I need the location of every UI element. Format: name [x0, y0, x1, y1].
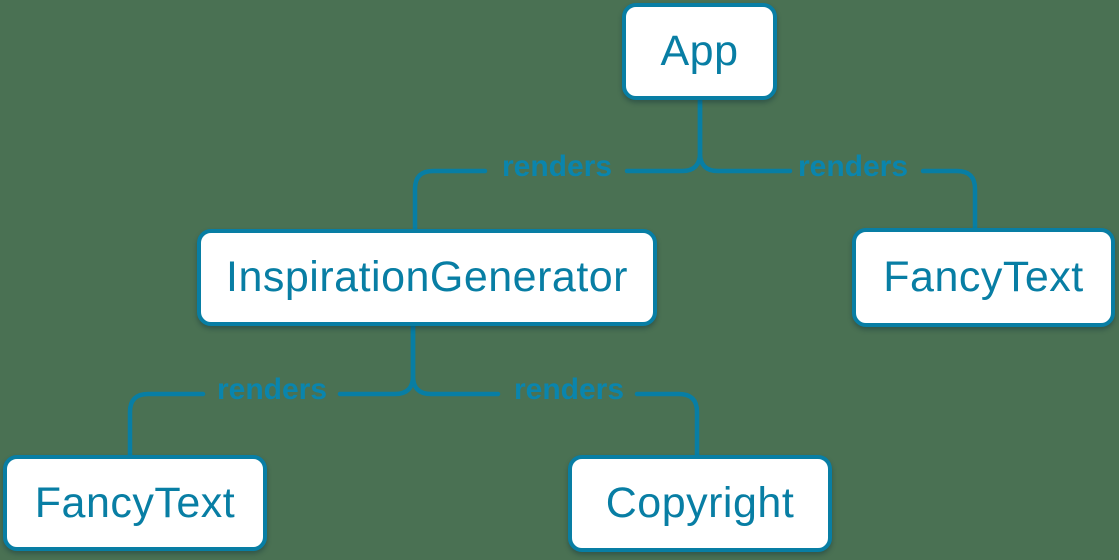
node-app: App	[622, 3, 777, 100]
edge-label-renders-4: renders	[513, 373, 625, 406]
edge-label-renders-3: renders	[216, 373, 328, 406]
node-fancy-text-top: FancyText	[852, 228, 1115, 327]
edge-label-renders-1: renders	[501, 150, 613, 183]
node-inspiration-generator: InspirationGenerator	[197, 229, 657, 326]
edge-label-renders-2: renders	[797, 150, 909, 183]
node-copyright: Copyright	[568, 455, 832, 552]
node-inspiration-generator-label: InspirationGenerator	[226, 253, 628, 301]
node-fancy-text-top-label: FancyText	[883, 253, 1084, 301]
node-fancy-text-bottom-label: FancyText	[34, 478, 236, 527]
node-copyright-label: Copyright	[605, 479, 795, 527]
node-fancy-text-bottom: FancyText	[3, 455, 267, 551]
edge-app-to-fancytext	[697, 97, 978, 231]
edge-inspirationgenerator-to-copyright	[410, 323, 700, 458]
node-app-label: App	[660, 27, 739, 75]
